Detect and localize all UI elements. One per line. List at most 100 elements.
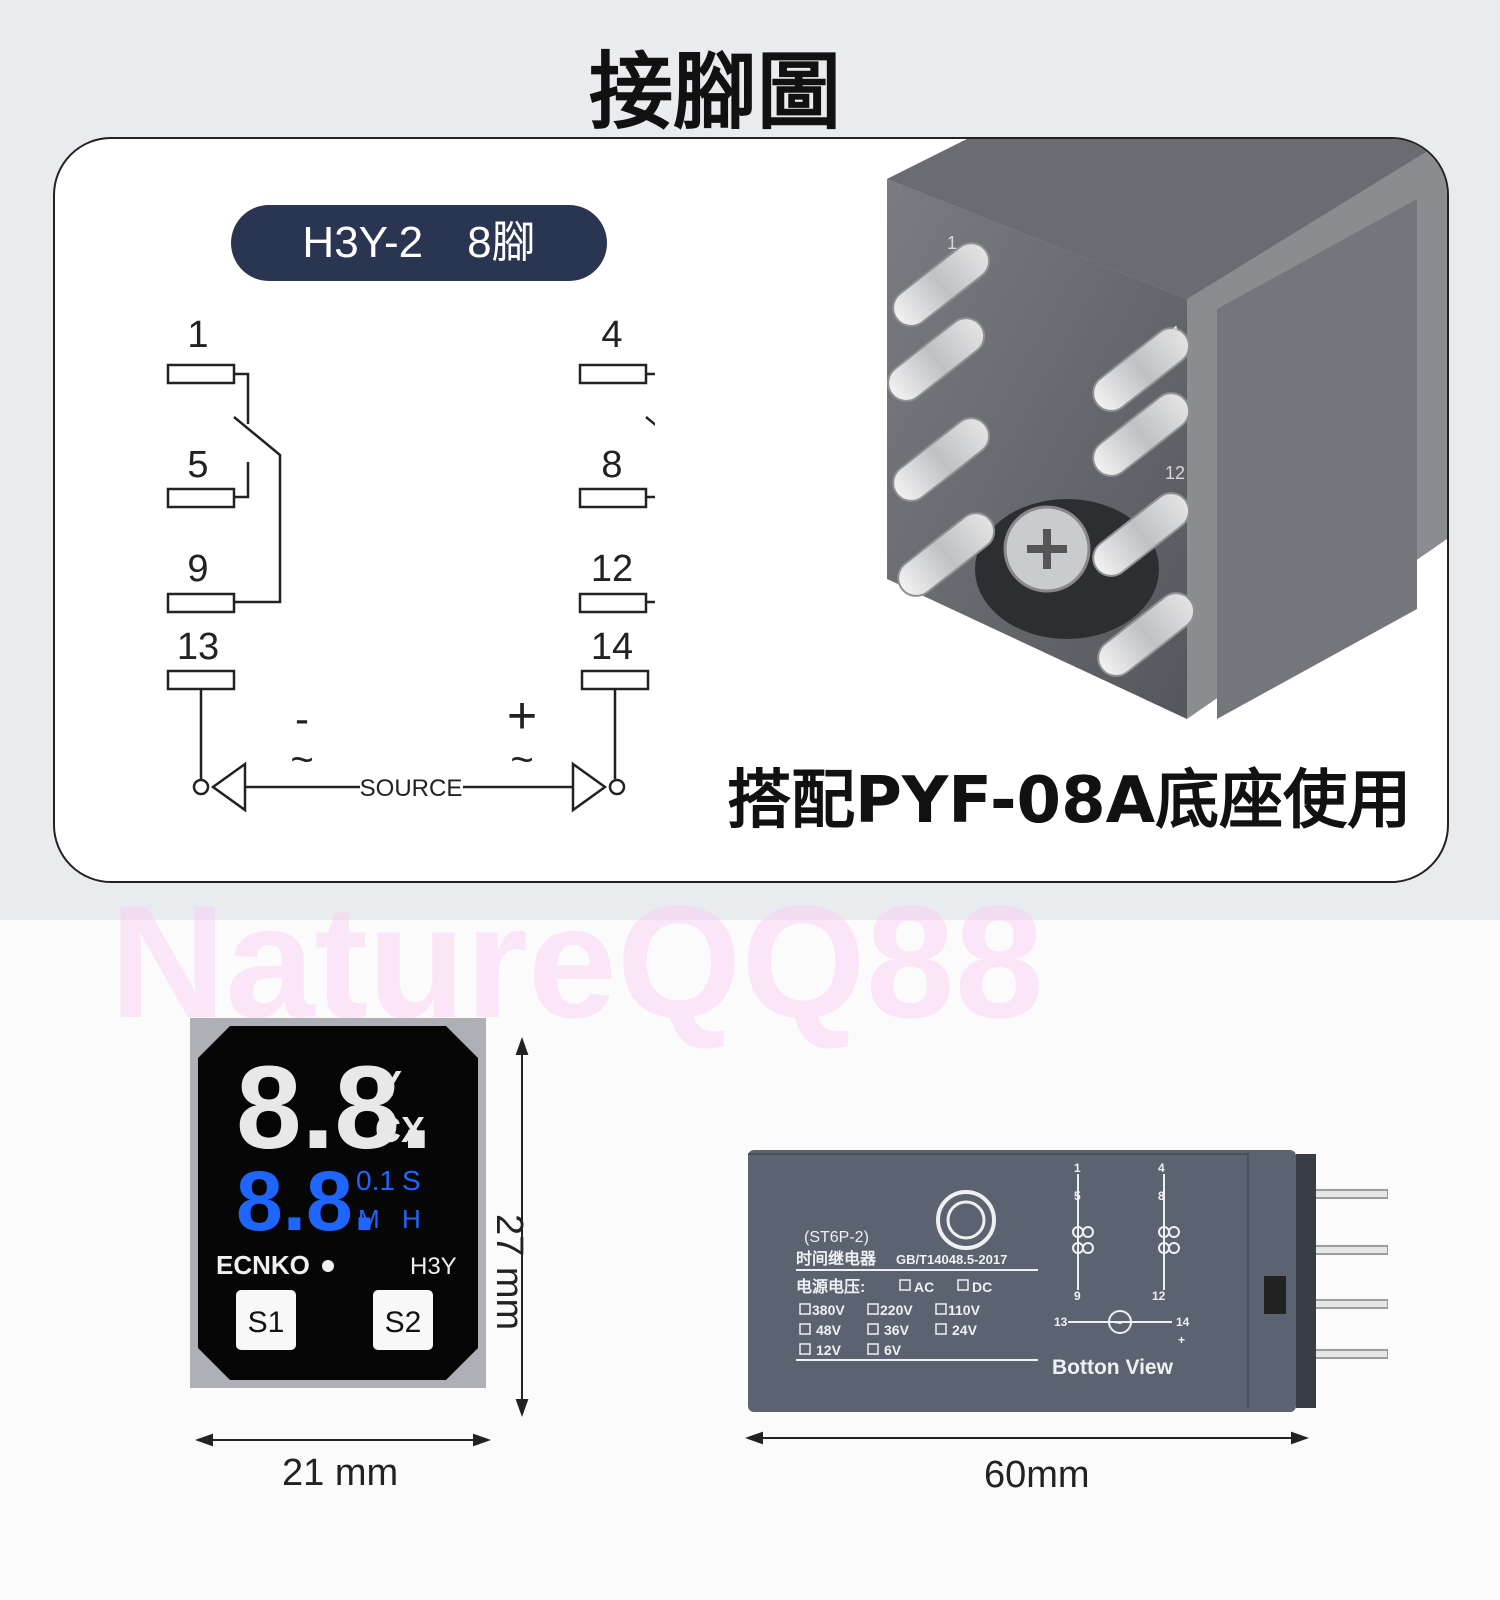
side-flange — [1296, 1154, 1316, 1408]
plus-sign: + — [507, 687, 537, 745]
terminal-4 — [578, 363, 648, 385]
side-pin — [1307, 1245, 1388, 1255]
terminal-1 — [166, 363, 236, 385]
relay-top-edge — [887, 139, 1447, 299]
wiring-schematic: 1 5 9 13 4 8 12 14 - ~ + ~ SOURCE — [166, 314, 655, 813]
side-clip — [1264, 1276, 1286, 1314]
voltage-48: 48V — [816, 1322, 842, 1338]
relay-pin — [887, 317, 986, 402]
voltage-12: 12V — [816, 1342, 842, 1358]
checkbox-ac — [899, 1279, 911, 1291]
voltage-220: 220V — [880, 1302, 913, 1318]
relay-photo: 1 4 12 — [887, 139, 1447, 719]
side-pin — [1307, 1189, 1388, 1199]
source-label: SOURCE — [360, 775, 463, 802]
mini-source-symbol — [1108, 1310, 1132, 1334]
voltage-24: 24V — [952, 1322, 978, 1338]
side-pin — [1307, 1349, 1388, 1359]
voltage-110: 110V — [948, 1302, 981, 1318]
front-panel: 8.8. Y CX 8.8. 0.1 S M H ECNKO H3Y S1 S2 — [190, 1018, 486, 1388]
ccc-logo — [936, 1190, 996, 1250]
view-label: Botton View — [1052, 1356, 1174, 1379]
mini-plus: + — [1178, 1333, 1185, 1347]
front-width-label: 21 mm — [282, 1452, 399, 1494]
side-pin — [1307, 1299, 1388, 1309]
unit-m: M — [358, 1204, 380, 1234]
mini-pin-8: 8 — [1158, 1189, 1165, 1203]
brand-logo: ECNKO — [216, 1250, 310, 1280]
contact-left-arm — [233, 416, 282, 604]
photo-pin-mark-4: 4 — [1169, 323, 1179, 343]
pin-diagram-card: H3Y-2 8腳 — [53, 137, 1449, 883]
side-view: (ST6P-2) 时间继电器 GB/T14048.5-2017 电源电压: AC… — [748, 1150, 1388, 1412]
voltage-380: 380V — [812, 1302, 845, 1318]
unit-s: S — [402, 1165, 421, 1196]
minus-tilde: ~ — [290, 738, 313, 782]
terminal-8 — [578, 487, 648, 509]
terminal-5 — [166, 487, 236, 509]
relay-pin — [1092, 327, 1191, 412]
voltage-36: 36V — [884, 1322, 910, 1338]
model-label: H3Y — [410, 1253, 457, 1280]
terminal-12 — [578, 592, 648, 614]
pin-label-14: 14 — [591, 626, 633, 668]
side-body — [748, 1150, 1296, 1412]
arrow-left — [210, 761, 247, 813]
mini-pin-9: 9 — [1074, 1289, 1081, 1303]
mini-pin-12: 12 — [1152, 1289, 1166, 1303]
source-node-left — [192, 778, 210, 796]
top-display: 8.8. — [236, 1042, 433, 1174]
relay-pin — [892, 417, 991, 502]
unit-y: Y — [378, 1063, 402, 1104]
relay-pin — [1097, 592, 1196, 677]
arrow-right — [571, 761, 608, 813]
s1-button[interactable] — [236, 1290, 296, 1350]
terminal-13 — [166, 669, 236, 691]
dim-arrow — [473, 1433, 491, 1447]
supply-label: 电源电压: — [796, 1277, 865, 1296]
contact-left-nc — [234, 372, 250, 499]
pin-label-13: 13 — [177, 626, 219, 668]
pin-label-4: 4 — [601, 314, 622, 356]
contact-right-arm — [645, 416, 655, 604]
front-height-label: 27 mm — [488, 1214, 530, 1331]
relay-pin — [892, 242, 991, 327]
side-width-label: 60mm — [984, 1454, 1090, 1496]
dim-arrow — [195, 1433, 213, 1447]
relay-pin — [897, 512, 996, 597]
side-code: (ST6P-2) — [804, 1229, 869, 1246]
unit-cx: CX — [375, 1109, 425, 1150]
pin-label-8: 8 — [601, 444, 622, 486]
voltage-6: 6V — [884, 1342, 902, 1358]
mini-pin-1: 1 — [1074, 1161, 1081, 1175]
s1-label: S1 — [248, 1306, 285, 1339]
ccc-logo-inner — [946, 1200, 986, 1240]
s2-label: S2 — [385, 1306, 422, 1339]
unit-0-1: 0.1 — [356, 1165, 395, 1196]
plus-tilde: ~ — [510, 738, 533, 782]
model-pill: H3Y-2 8腳 — [231, 205, 607, 281]
pin-label-1: 1 — [187, 314, 208, 356]
side-standard: GB/T14048.5-2017 — [896, 1252, 1007, 1267]
contact-right-nc — [646, 372, 655, 499]
base-note: 搭配PYF-08A底座使用 — [727, 764, 1412, 838]
brand-dot — [322, 1260, 334, 1272]
label-ac: AC — [914, 1279, 934, 1295]
pin-label-12: 12 — [591, 548, 633, 590]
mini-pin-4: 4 — [1158, 1161, 1165, 1175]
source-node-right — [608, 778, 626, 796]
photo-pin-mark-12: 12 — [1165, 463, 1185, 483]
s2-button[interactable] — [373, 1290, 433, 1350]
relay-side-panel — [1217, 199, 1417, 719]
checkbox-dc — [957, 1279, 969, 1291]
mini-pin-5: 5 — [1074, 1189, 1081, 1203]
side-product: 时间继电器 — [796, 1249, 877, 1268]
pin-label-5: 5 — [187, 444, 208, 486]
page-title: 接腳圖 — [588, 43, 841, 141]
terminal-9 — [166, 592, 236, 614]
screw-slot — [1027, 529, 1067, 569]
side-panel-edge — [748, 1153, 1249, 1408]
label-dc: DC — [972, 1279, 992, 1295]
relay-pin — [1092, 392, 1191, 477]
photo-pin-mark-1: 1 — [947, 233, 957, 253]
